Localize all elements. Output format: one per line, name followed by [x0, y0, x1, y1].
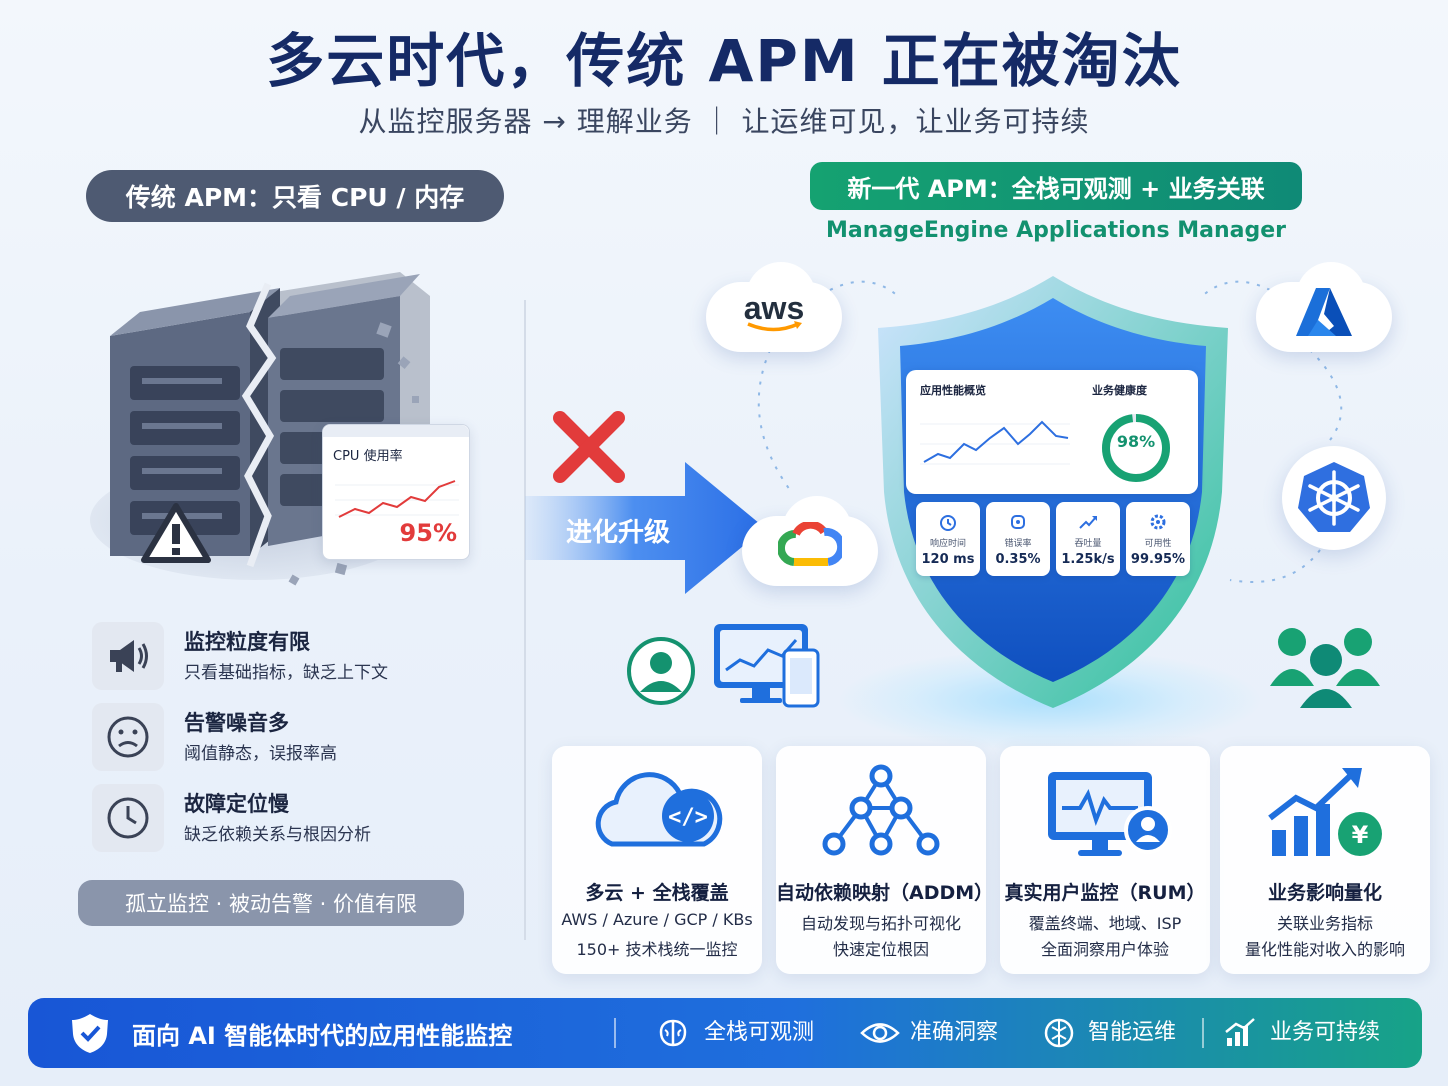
- cpu-usage-title: CPU 使用率: [333, 449, 403, 464]
- card-titlebar: [323, 425, 469, 437]
- issue-desc: 缺乏依赖关系与根因分析: [184, 825, 371, 845]
- cpu-trend-line: [335, 480, 459, 518]
- feature-line: 快速定位根因: [832, 940, 929, 959]
- traditional-summary-badge: 孤立监控 · 被动告警 · 价值有限: [78, 880, 464, 926]
- metric-label: 可用性: [1144, 539, 1172, 549]
- ai-brain-icon: [1044, 1018, 1074, 1048]
- footer-item: 业务可持续: [1270, 1020, 1381, 1045]
- aws-logo-text: aws: [743, 289, 805, 326]
- brain-icon: [659, 1019, 687, 1047]
- kubernetes-helm-icon: [1298, 462, 1370, 532]
- users-group-icon: [1270, 628, 1380, 708]
- footer-separator: [614, 1018, 616, 1048]
- feature-line: 覆盖终端、地域、ISP: [1028, 914, 1182, 933]
- footer-main-text: 面向 AI 智能体时代的应用性能监控: [132, 1022, 513, 1050]
- new-apm-badge: 新一代 APM：全栈可观测 + 业务关联: [810, 162, 1302, 210]
- google-cloud-logo-icon: [778, 522, 842, 566]
- svg-text:</>: </>: [668, 805, 708, 830]
- metric-value: 0.35%: [995, 552, 1041, 567]
- desktop-mobile-icon: [714, 624, 820, 708]
- user-avatar-icon: [627, 637, 695, 705]
- evolve-label: 进化升级: [566, 518, 671, 548]
- footer-item: 智能运维: [1088, 1020, 1177, 1045]
- azure-cloud: [1256, 262, 1392, 352]
- section-divider: [524, 300, 526, 940]
- growth-chart-icon: ¥: [1268, 768, 1382, 856]
- sad-face-icon: [92, 703, 164, 771]
- health-value: 98%: [1116, 432, 1156, 451]
- x-mark-icon: [553, 411, 625, 483]
- metric-value: 120 ms: [921, 552, 975, 567]
- issue-row-granularity: 监控粒度有限 只看基础指标，缺乏上下文: [92, 622, 502, 690]
- aws-smile-icon: [747, 320, 802, 331]
- feature-line: AWS / Azure / GCP / KBs: [561, 910, 753, 929]
- trend-up-icon: [1079, 516, 1097, 529]
- feature-title: 真实用户监控（RUM）: [1004, 882, 1206, 904]
- issue-title: 监控粒度有限: [184, 630, 310, 654]
- feature-line: 全面洞察用户体验: [1040, 940, 1169, 959]
- metric-value: 99.95%: [1130, 552, 1186, 567]
- gear-icon: [1150, 514, 1166, 530]
- product-name: ManageEngine Applications Manager: [826, 218, 1286, 243]
- svg-text:¥: ¥: [1352, 821, 1369, 849]
- feature-title: 业务影响量化: [1267, 882, 1382, 904]
- feature-title: 自动依赖映射（ADDM）: [776, 882, 994, 904]
- growth-bars-icon: [1225, 1018, 1255, 1046]
- footer-separator: [1202, 1018, 1204, 1048]
- topology-icon: [822, 764, 940, 856]
- issue-title: 故障定位慢: [184, 792, 289, 816]
- bug-icon: [1011, 515, 1025, 529]
- cloud-code-icon: </>: [595, 772, 723, 847]
- shield-check-icon: [72, 1014, 108, 1053]
- feature-line: 自动发现与拓扑可视化: [800, 914, 961, 933]
- issue-title: 告警噪音多: [184, 711, 289, 735]
- evolve-arrow-icon: [525, 462, 765, 594]
- aws-cloud: aws: [706, 262, 842, 352]
- cpu-usage-value: 95%: [399, 519, 457, 547]
- feature-line: 150+ 技术栈统一监控: [576, 940, 738, 959]
- issue-row-slow-diagnosis: 故障定位慢 缺乏依赖关系与根因分析: [92, 784, 502, 852]
- feature-card-multicloud: </> 多云 + 全栈覆盖 AWS / Azure / GCP / KBs 15…: [552, 746, 762, 974]
- traditional-apm-badge: 传统 APM：只看 CPU / 内存: [86, 170, 504, 222]
- issue-desc: 阈值静态，误报率高: [184, 744, 337, 764]
- footer-item: 准确洞察: [910, 1020, 999, 1045]
- issue-row-alert-noise: 告警噪音多 阈值静态，误报率高: [92, 703, 502, 771]
- feature-card-addm: 自动依赖映射（ADDM） 自动发现与拓扑可视化 快速定位根因: [776, 746, 994, 974]
- clock-icon: [92, 784, 164, 852]
- metric-availability: 可用性 99.95%: [1126, 502, 1190, 576]
- connection-lines: [757, 280, 1343, 583]
- footer-banner: 面向 AI 智能体时代的应用性能监控 全栈可观测 准确洞察 智能运维 业务可持续: [28, 998, 1422, 1068]
- stopwatch-icon: [940, 515, 956, 531]
- feature-line: 量化性能对收入的影响: [1244, 940, 1405, 959]
- app-performance-panel: 应用性能概览 业务健康度 98%: [906, 370, 1198, 494]
- feature-line: 关联业务指标: [1276, 914, 1373, 933]
- metric-label: 吞吐量: [1074, 539, 1102, 549]
- monitor-user-icon: [1048, 772, 1172, 856]
- health-donut: [1102, 414, 1170, 482]
- issue-desc: 只看基础指标，缺乏上下文: [184, 663, 388, 683]
- page-subtitle: 从监控服务器 → 理解业务 ｜ 让运维可见，让业务可持续: [358, 105, 1090, 138]
- feature-card-rum: 真实用户监控（RUM） 覆盖终端、地域、ISP 全面洞察用户体验: [1000, 746, 1210, 974]
- page-title: 多云时代，传统 APM 正在被淘汰: [266, 27, 1182, 95]
- panel-title-health: 业务健康度: [1092, 384, 1147, 397]
- performance-line-chart: [920, 420, 1070, 465]
- metric-response-time: 响应时间 120 ms: [916, 502, 980, 576]
- metric-label: 错误率: [1004, 539, 1032, 549]
- metric-value: 1.25k/s: [1061, 552, 1115, 567]
- cpu-usage-card: CPU 使用率 95%: [322, 424, 470, 560]
- gcp-cloud: [742, 496, 878, 586]
- feature-card-business: ¥ 业务影响量化 关联业务指标 量化性能对收入的影响: [1220, 746, 1430, 974]
- eye-icon: [860, 1023, 900, 1043]
- panel-title-performance: 应用性能概览: [920, 384, 986, 397]
- metric-label: 响应时间: [929, 539, 966, 549]
- footer-item: 全栈可观测: [704, 1020, 815, 1045]
- metric-throughput: 吞吐量 1.25k/s: [1056, 502, 1120, 576]
- kubernetes-badge: [1282, 446, 1386, 550]
- metric-error-rate: 错误率 0.35%: [986, 502, 1050, 576]
- azure-logo-icon: [1296, 288, 1352, 336]
- feature-title: 多云 + 全栈覆盖: [585, 882, 729, 904]
- megaphone-icon: [92, 622, 164, 690]
